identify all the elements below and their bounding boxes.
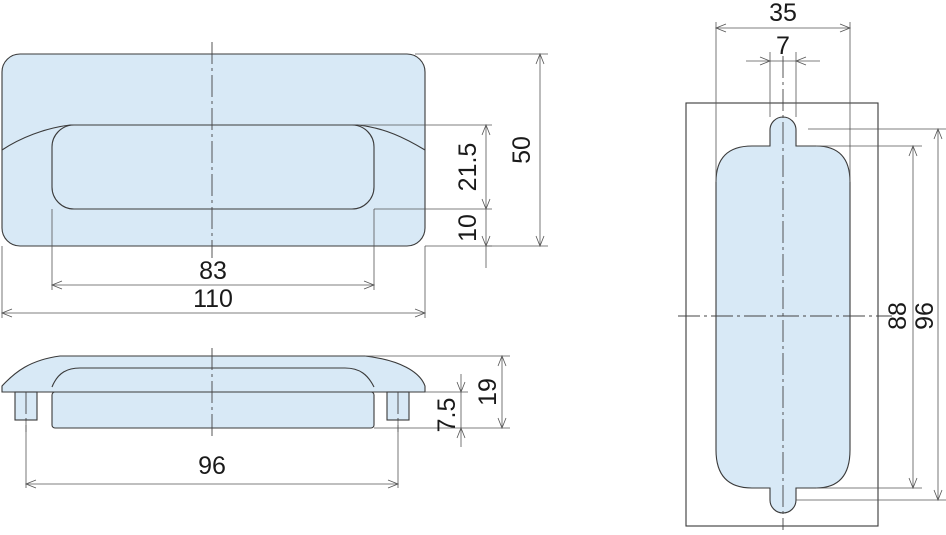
arrow-35-left bbox=[714, 23, 727, 33]
arrow-96-side-right bbox=[387, 479, 400, 489]
arrow-21-5-top bbox=[481, 123, 491, 136]
dim-label-35: 35 bbox=[769, 0, 797, 27]
arrow-96-cutout-bottom bbox=[933, 489, 943, 502]
dim-label-19: 19 bbox=[474, 378, 502, 406]
dim-label-7: 7 bbox=[776, 32, 790, 60]
dim-label-96-cutout: 96 bbox=[911, 302, 939, 330]
arrow-50-bottom bbox=[535, 235, 545, 248]
arrow-7-right bbox=[794, 56, 807, 66]
dim-label-50: 50 bbox=[508, 136, 536, 164]
dim-label-10: 10 bbox=[454, 214, 482, 242]
handle-grip-recess bbox=[51, 124, 375, 210]
dim-label-88: 88 bbox=[884, 302, 912, 330]
front-view: 110 83 50 21.5 10 bbox=[0, 42, 548, 318]
arrow-7-5-top bbox=[456, 381, 466, 394]
cutout-view: 35 7 88 96 bbox=[678, 0, 946, 530]
side-grip-body bbox=[51, 391, 375, 429]
dim-label-96-side: 96 bbox=[198, 452, 226, 480]
dim-label-83: 83 bbox=[199, 257, 227, 285]
arrow-83-left bbox=[50, 280, 63, 290]
side-view: 96 19 7.5 bbox=[1, 348, 510, 489]
arrow-83-right bbox=[363, 280, 376, 290]
arrow-110-left bbox=[0, 308, 13, 318]
handle-left-bevel bbox=[1, 124, 71, 151]
arrow-35-right bbox=[839, 23, 852, 33]
arrow-96-cutout-top bbox=[933, 127, 943, 140]
arrow-88-top bbox=[908, 144, 918, 157]
arrow-110-right bbox=[414, 308, 427, 318]
arrow-7-5-bottom bbox=[456, 426, 466, 439]
side-plate bbox=[1, 355, 426, 393]
arrow-96-side-left bbox=[24, 479, 37, 489]
arrow-7-left bbox=[759, 56, 772, 66]
dim-label-7-5: 7.5 bbox=[433, 398, 461, 433]
arrow-88-bottom bbox=[908, 477, 918, 490]
panel-outline bbox=[685, 102, 879, 527]
side-grip-contour bbox=[51, 367, 375, 388]
arrow-19-bottom bbox=[497, 417, 507, 430]
dim-label-110: 110 bbox=[193, 285, 233, 313]
arrow-50-top bbox=[535, 52, 545, 65]
handle-right-bevel bbox=[357, 124, 426, 151]
dim-label-21-5: 21.5 bbox=[454, 143, 482, 192]
arrow-19-top bbox=[497, 354, 507, 367]
